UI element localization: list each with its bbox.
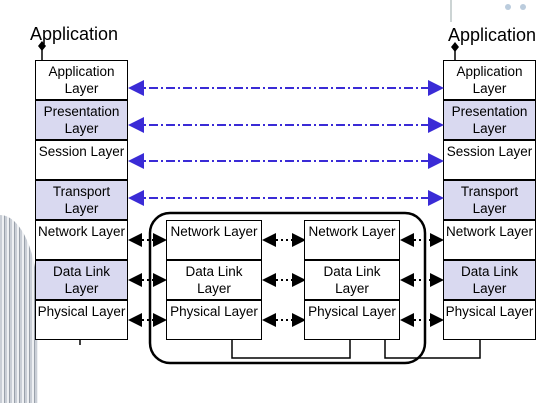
physical-wire-right <box>384 340 481 359</box>
right-layer-transport: Transport Layer <box>443 180 536 220</box>
right-application-title: Application <box>448 25 537 45</box>
left-application-title: Application <box>30 24 119 44</box>
left-title-diamond-icon <box>38 41 46 51</box>
right-layer-network: Network Layer <box>443 220 536 260</box>
right-layer-data-link: Data Link Layer <box>443 260 536 300</box>
router-1-physical: Physical Layer <box>166 300 262 340</box>
left-layer-network: Network Layer <box>35 220 128 260</box>
router-2-data-link: Data Link Layer <box>304 260 400 300</box>
left-layer-session: Session Layer <box>35 140 128 180</box>
left-layer-application: Application Layer <box>35 60 128 100</box>
router-2-physical: Physical Layer <box>304 300 400 340</box>
right-layer-application: Application Layer <box>443 60 536 100</box>
router-1-data-link: Data Link Layer <box>166 260 262 300</box>
corner-logo-icon <box>450 0 526 22</box>
left-layer-data-link: Data Link Layer <box>35 260 128 300</box>
right-layer-physical: Physical Layer <box>443 300 536 340</box>
router-2-network: Network Layer <box>304 220 400 260</box>
right-layer-presentation: Presentation Layer <box>443 100 536 140</box>
left-layer-presentation: Presentation Layer <box>35 100 128 140</box>
right-layer-session: Session Layer <box>443 140 536 180</box>
left-layer-physical: Physical Layer <box>35 300 128 340</box>
left-layer-transport: Transport Layer <box>35 180 128 220</box>
physical-wire-middle <box>231 340 351 359</box>
network-boundary <box>148 211 427 365</box>
router-1-network: Network Layer <box>166 220 262 260</box>
right-title-diamond-icon <box>451 42 459 52</box>
